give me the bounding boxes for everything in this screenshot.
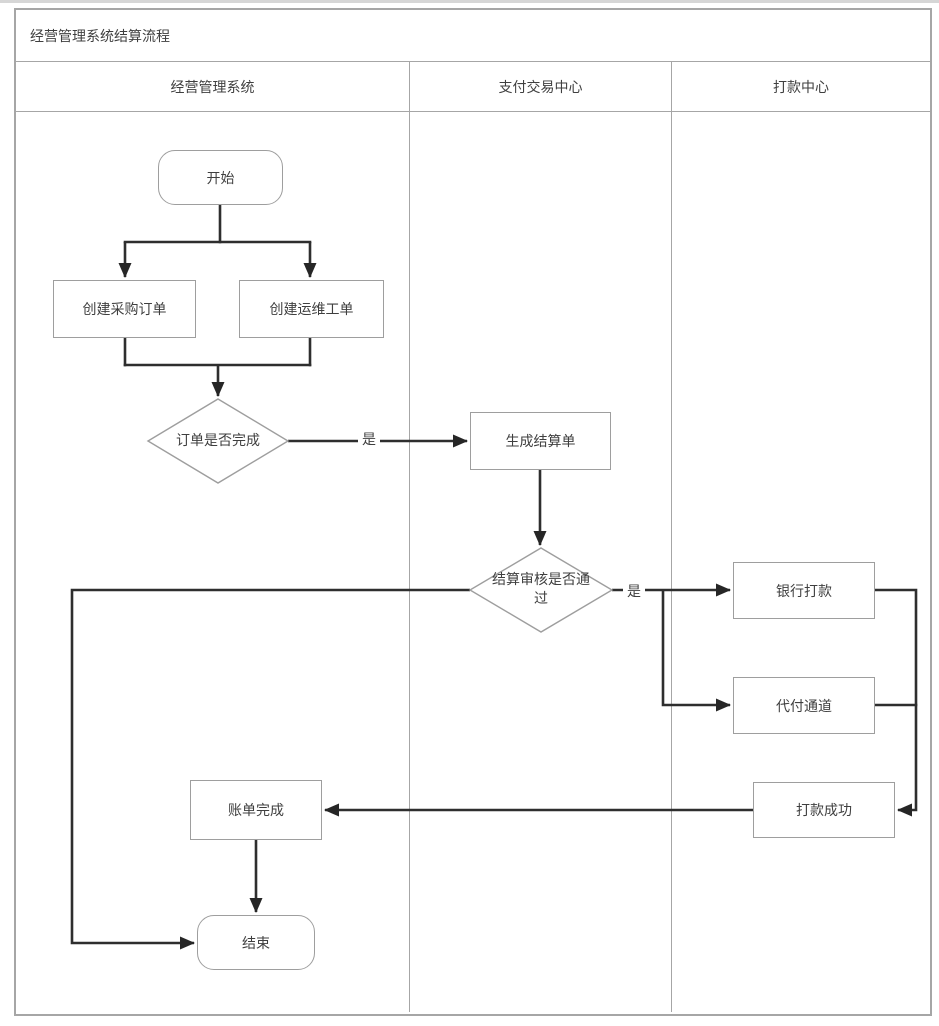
node-create-purchase-order: 创建采购订单 xyxy=(53,280,196,338)
lane-header-label: 支付交易中心 xyxy=(498,79,583,96)
node-bill-complete: 账单完成 xyxy=(190,780,322,840)
lane-header-label: 打款中心 xyxy=(773,79,829,96)
lane-header-payment-center: 支付交易中心 xyxy=(410,62,672,111)
node-generate-settlement: 生成结算单 xyxy=(470,412,611,470)
lane-header-row: 经营管理系统 支付交易中心 打款中心 xyxy=(16,62,930,112)
node-start: 开始 xyxy=(158,150,283,205)
node-bank-payment: 银行打款 xyxy=(733,562,875,619)
decision-review-pass-label: 结算审核是否通过 xyxy=(492,572,590,607)
node-payment-success: 打款成功 xyxy=(753,782,895,838)
node-proxy-pay-channel: 代付通道 xyxy=(733,677,875,734)
swimlane-frame: 经营管理系统结算流程 经营管理系统 支付交易中心 打款中心 xyxy=(14,8,932,1016)
lane-business-system xyxy=(16,112,410,1012)
diagram-title: 经营管理系统结算流程 xyxy=(30,28,170,45)
edge-review-no-to-end xyxy=(70,588,470,950)
edge-label-order-done-yes: 是 xyxy=(358,431,380,449)
edge-review-yes-to-channel xyxy=(661,590,731,712)
lane-header-remit-center: 打款中心 xyxy=(672,62,930,111)
lane-header-label: 经营管理系统 xyxy=(170,79,255,96)
diagram-title-row: 经营管理系统结算流程 xyxy=(16,10,930,62)
decision-review-pass-shape xyxy=(468,547,614,633)
decision-order-done-label: 订单是否完成 xyxy=(176,432,260,449)
edge-label-review-pass-yes: 是 xyxy=(623,583,645,601)
lane-payment-center xyxy=(410,112,672,1012)
lane-header-business-system: 经营管理系统 xyxy=(16,62,410,111)
lane-body xyxy=(16,112,930,1012)
window-top-edge xyxy=(0,0,939,3)
node-create-ops-ticket: 创建运维工单 xyxy=(239,280,384,338)
decision-order-done-shape xyxy=(146,398,290,484)
edge-bank-to-success xyxy=(875,588,918,817)
node-end: 结束 xyxy=(197,915,315,970)
